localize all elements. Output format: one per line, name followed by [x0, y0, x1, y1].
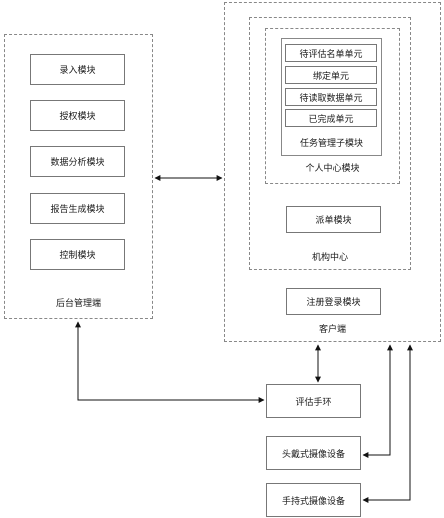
- unit-pending-read: 待读取数据单元: [285, 88, 377, 106]
- device-head-camera: 头戴式摄像设备: [266, 436, 361, 470]
- personal-center-label: 个人中心模块: [305, 164, 360, 174]
- backend-module-analysis: 数据分析模块: [30, 146, 125, 177]
- backend-module-input: 录入模块: [30, 54, 125, 85]
- dispatch-module: 派单模块: [286, 206, 381, 233]
- backend-label: 后台管理端: [55, 299, 101, 309]
- personal-center-container: [265, 28, 400, 184]
- institution-container: [249, 17, 411, 270]
- backend-module-auth: 授权模块: [30, 100, 125, 131]
- client-label: 客户端: [318, 325, 346, 335]
- backend-module-report: 报告生成模块: [30, 193, 125, 224]
- institution-label: 机构中心: [311, 253, 348, 263]
- device-handheld-camera: 手持式摄像设备: [266, 483, 361, 517]
- unit-pending-list: 待评估名单单元: [285, 44, 377, 62]
- task-management-label: 任务管理子模块: [299, 139, 363, 149]
- unit-completed: 已完成单元: [285, 109, 377, 127]
- unit-binding: 绑定单元: [285, 66, 377, 84]
- arrow-client-handheld-camera: [362, 344, 413, 503]
- backend-module-control: 控制模块: [30, 239, 125, 270]
- client-container: [224, 2, 441, 342]
- register-login-module: 注册登录模块: [286, 288, 381, 315]
- backend-container: [4, 34, 153, 319]
- device-wristband: 评估手环: [266, 384, 361, 418]
- arrow-client-head-camera: [362, 344, 393, 458]
- task-management-container: [281, 38, 382, 156]
